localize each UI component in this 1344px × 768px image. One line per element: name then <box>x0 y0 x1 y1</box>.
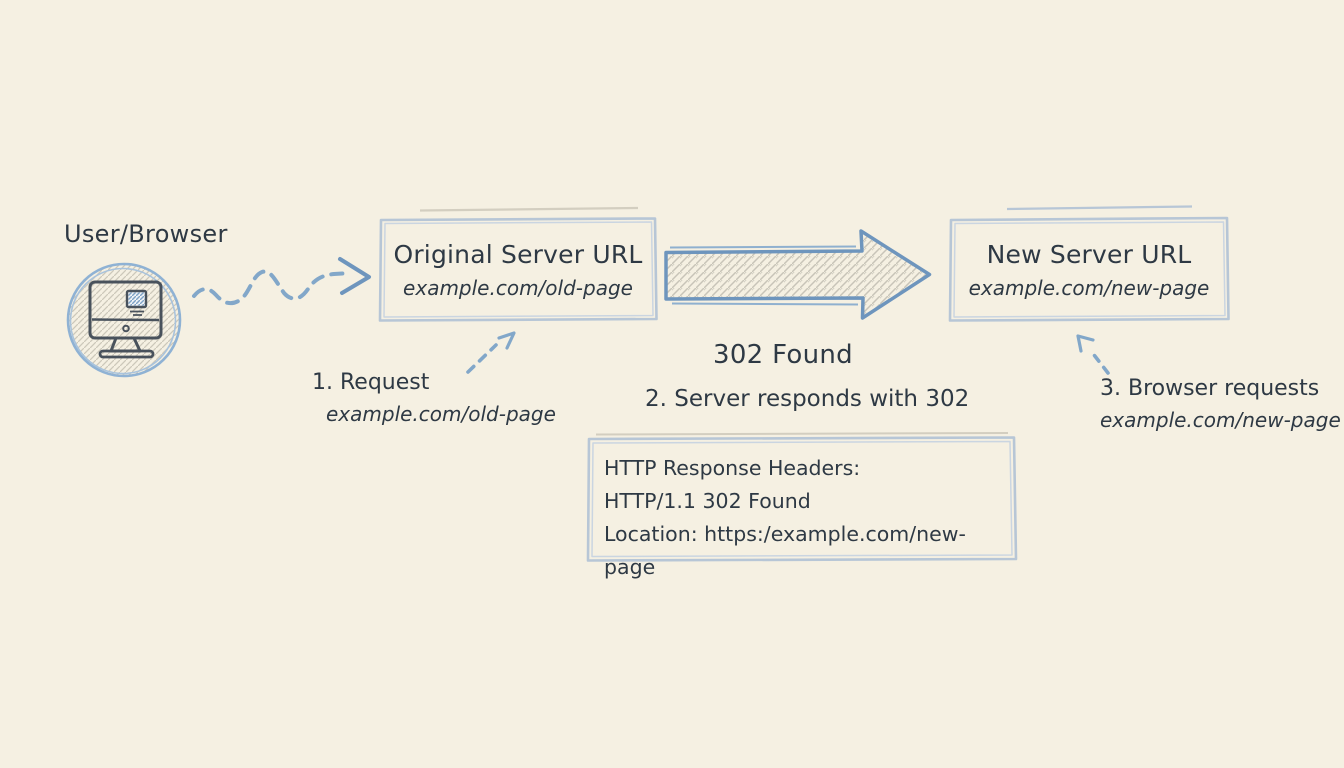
step3-annotation: 3. Browser requests example.com/new-page <box>1100 376 1341 432</box>
original-server-box: Original Server URL example.com/old-page <box>380 219 656 320</box>
step1-arrow-icon <box>466 331 516 374</box>
new-server-box: New Server URL example.com/new-page <box>950 219 1228 320</box>
original-server-url: example.com/old-page <box>403 275 633 300</box>
new-server-title: New Server URL <box>986 239 1192 269</box>
user-browser-label: User/Browser <box>64 220 228 248</box>
new-server-url: example.com/new-page <box>968 275 1210 300</box>
step1-annotation: 1. Request example.com/old-page <box>312 370 556 426</box>
step3-arrow-icon <box>1076 334 1110 375</box>
response-headers-box: HTTP Response Headers: HTTP/1.1 302 Foun… <box>588 437 1016 579</box>
step1-line1: 1. Request <box>312 370 430 395</box>
redirect-arrow-icon <box>664 229 932 320</box>
step3-url: example.com/new-page <box>1100 408 1341 432</box>
original-server-box-border <box>378 206 658 322</box>
step2-annotation: 2. Server responds with 302 <box>645 386 970 412</box>
step1-url: example.com/old-page <box>326 402 556 426</box>
computer-icon <box>66 262 182 378</box>
response-status-line: HTTP/1.1 302 Found <box>604 489 811 513</box>
redirect-status-label: 302 Found <box>713 340 853 370</box>
response-headers-box-border <box>586 432 1018 562</box>
response-headers-title: HTTP Response Headers: <box>604 456 861 480</box>
wavy-request-arrow-icon <box>192 257 371 306</box>
step3-line1: 3. Browser requests <box>1100 376 1320 401</box>
original-server-title: Original Server URL <box>393 239 643 269</box>
response-location-line: Location: https:/example.com/new-page <box>604 522 966 579</box>
new-server-box-border <box>948 205 1230 322</box>
